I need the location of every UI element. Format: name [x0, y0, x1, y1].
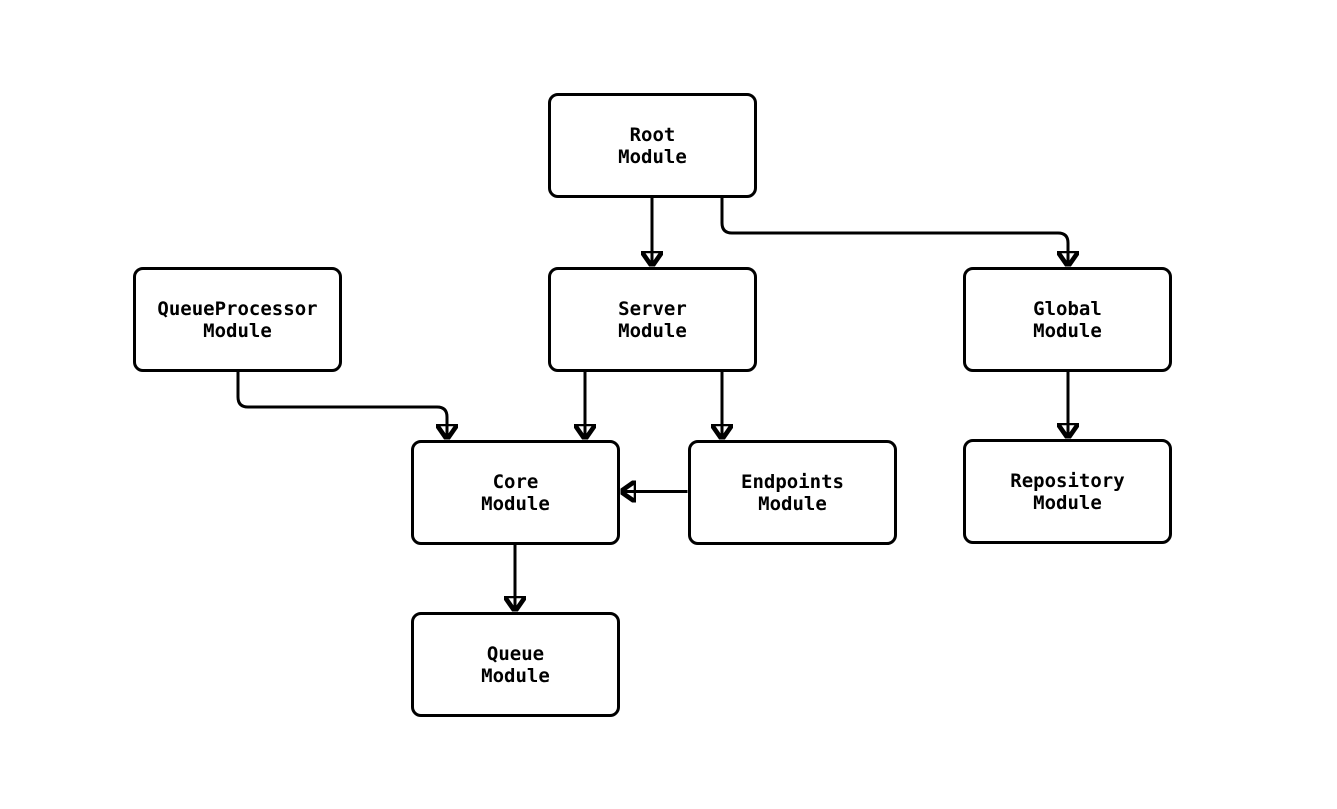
node-root-module: Root Module: [548, 93, 757, 198]
node-server-module: Server Module: [548, 267, 757, 372]
node-endpoints-module-label: Endpoints Module: [741, 470, 844, 515]
edge-queueprocessor-to-core: [236, 371, 447, 439]
node-queue-module-label: Queue Module: [481, 642, 550, 687]
node-server-module-label: Server Module: [618, 297, 687, 342]
node-repository-module: Repository Module: [963, 439, 1172, 544]
node-queue-module: Queue Module: [411, 612, 620, 717]
node-global-module: Global Module: [963, 267, 1172, 372]
node-root-module-label: Root Module: [618, 123, 687, 168]
edge-root-to-global: [720, 197, 1068, 266]
node-queueprocessor-module: QueueProcessor Module: [133, 267, 342, 372]
node-core-module-label: Core Module: [481, 470, 550, 515]
node-repository-module-label: Repository Module: [1010, 469, 1125, 514]
node-global-module-label: Global Module: [1033, 297, 1102, 342]
node-core-module: Core Module: [411, 440, 620, 545]
node-endpoints-module: Endpoints Module: [688, 440, 897, 545]
node-queueprocessor-module-label: QueueProcessor Module: [157, 297, 318, 342]
